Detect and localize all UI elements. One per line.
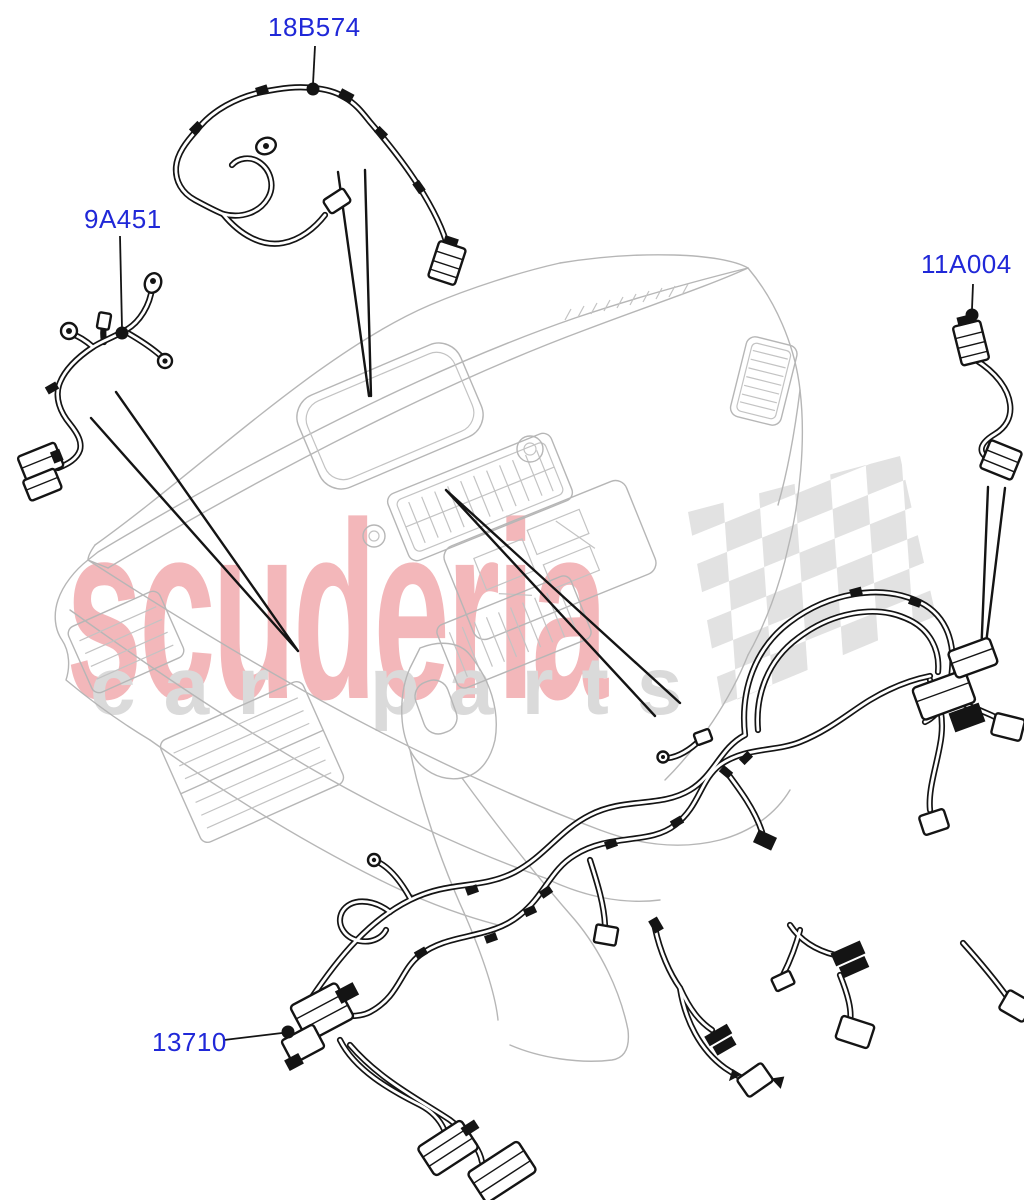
harness-13710-drawing: [280, 586, 1024, 1200]
part-label-11A004[interactable]: 11A004: [921, 249, 1012, 279]
checkered-flag-graphic: [688, 456, 936, 706]
leader-dot-13710: [281, 1025, 295, 1039]
leader-dot-18B574: [306, 82, 320, 96]
part-label-9A451[interactable]: 9A451: [84, 204, 162, 234]
watermark-tagline: car parts: [90, 641, 711, 732]
pointer-lines: [89, 168, 1007, 718]
leader-dot-9A451: [115, 326, 129, 340]
leader-dot-11A004: [965, 308, 979, 322]
harness-11A004-drawing: [952, 313, 1023, 481]
label-leaders: [115, 45, 979, 1041]
watermark-brand: scuderia: [66, 471, 608, 752]
harness-9A451-drawing: [16, 272, 174, 502]
part-label-18B574[interactable]: 18B574: [268, 12, 361, 42]
instrument-panel-art: [54, 254, 804, 1062]
part-label-13710[interactable]: 13710: [152, 1027, 227, 1057]
harness-18B574-drawing: [172, 84, 467, 286]
